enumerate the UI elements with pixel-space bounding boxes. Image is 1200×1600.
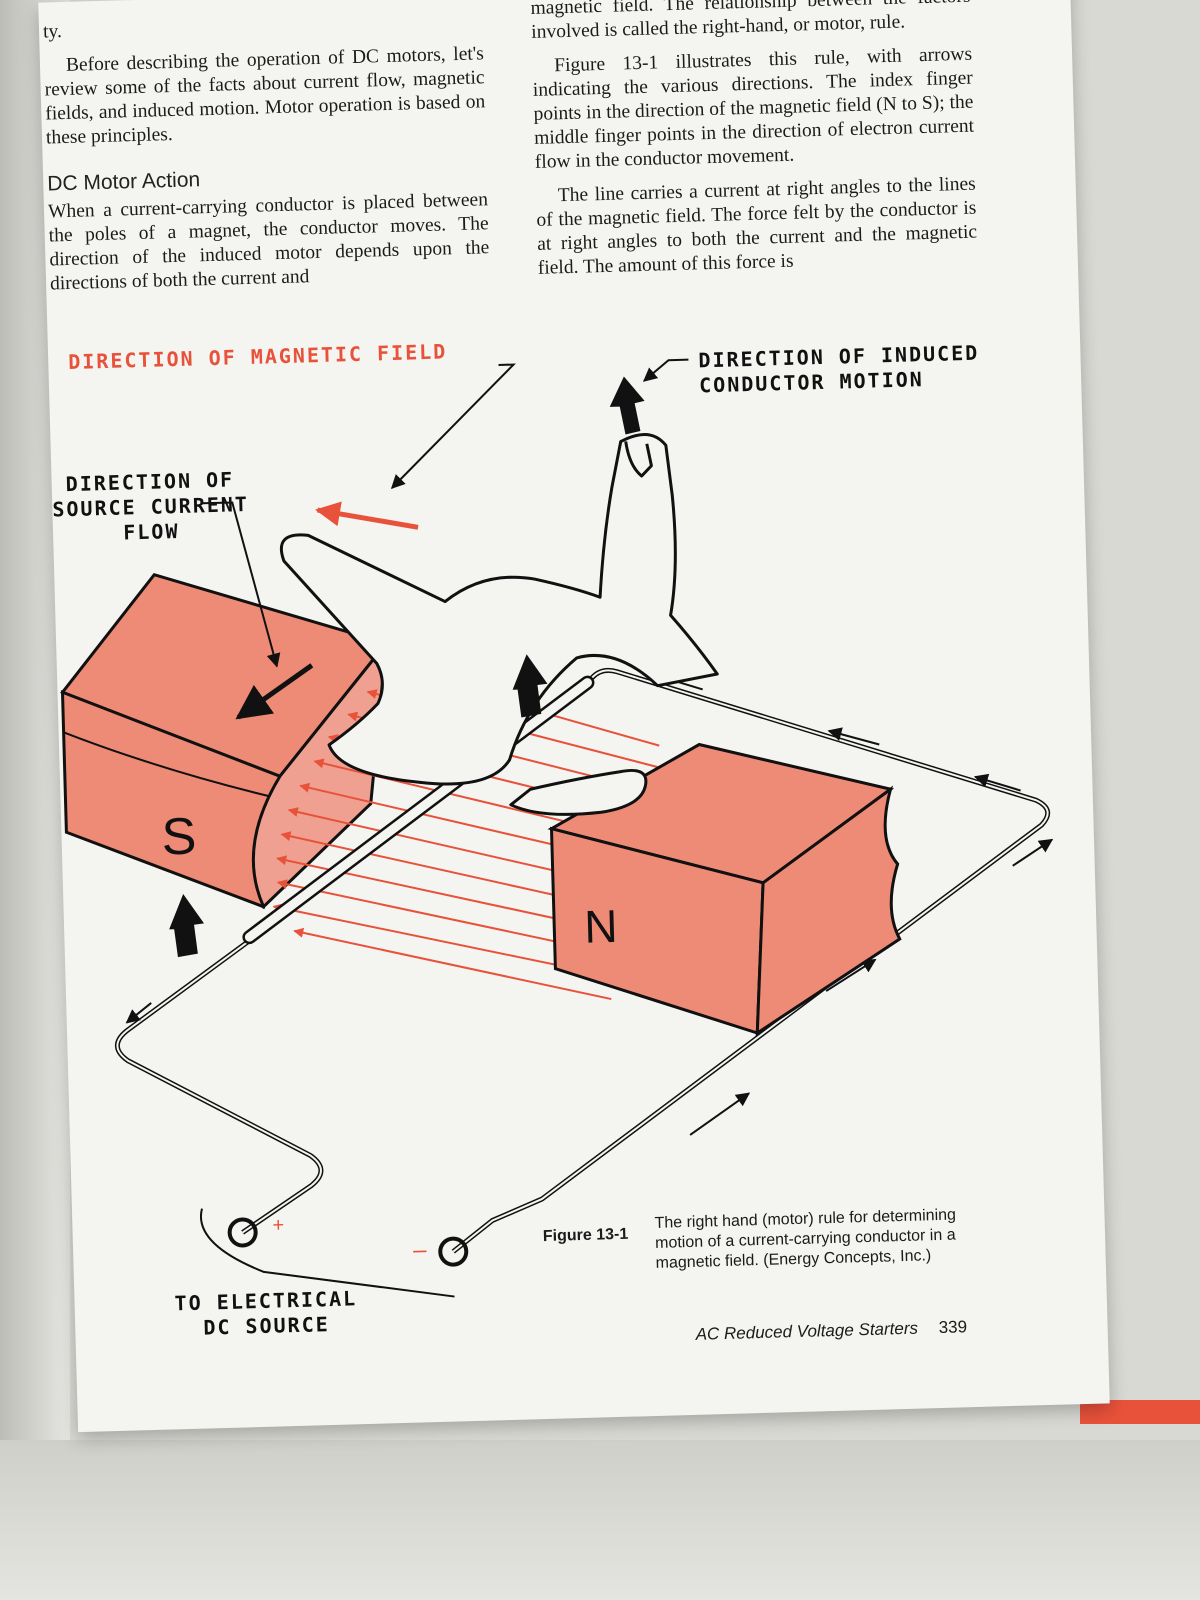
terminal-plus: + [272,1214,284,1236]
motion-arrow-icon [168,893,205,957]
caption-number: Figure 13-1 [543,1225,629,1247]
field-direction-arrow [318,507,419,530]
desk-shadow [0,1440,1200,1600]
fragment-top-left: ty. [43,8,483,44]
label-conductor-motion: DIRECTION OF INDUCED CONDUCTOR MOTION [698,341,980,399]
terminal-minus: – [413,1236,428,1263]
pole-label-s: S [161,808,197,867]
label-current-flow: DIRECTION OF SOURCE CURRENT FLOW [51,467,250,547]
field-label-leader [389,365,517,488]
book-page: ty. Before describing the operation of D… [38,0,1110,1432]
paragraph-force: The line carries a current at right angl… [536,173,979,281]
current-arrow [689,1093,750,1135]
label-dc-source: TO ELECTRICAL DC SOURCE [174,1286,358,1341]
caption-text: The right hand (motor) rule for determin… [654,1204,1006,1274]
fragment-top-right: magnetic field. The relationship between… [530,0,971,45]
hand-illustration [278,433,721,823]
pole-label-n: N [584,900,619,953]
running-title: AC Reduced Voltage Starters [695,1319,918,1344]
figure-13-1: + – S [47,304,1107,1332]
text-column-left: ty. Before describing the operation of D… [43,8,491,306]
page-number: 339 [938,1317,967,1337]
motor-rule-illustration: + – S [47,304,1107,1332]
motion-label-leader [643,360,689,381]
text-column-right: magnetic field. The relationship between… [530,0,978,291]
paragraph-intro: Before describing the operation of DC mo… [44,42,487,150]
paragraph-motor-action: When a current-carrying conductor is pla… [48,188,491,296]
page-footer: AC Reduced Voltage Starters 339 [695,1317,967,1345]
motion-arrow-icon [609,376,646,435]
paragraph-rule: Figure 13-1 illustrates this rule, with … [532,43,975,175]
